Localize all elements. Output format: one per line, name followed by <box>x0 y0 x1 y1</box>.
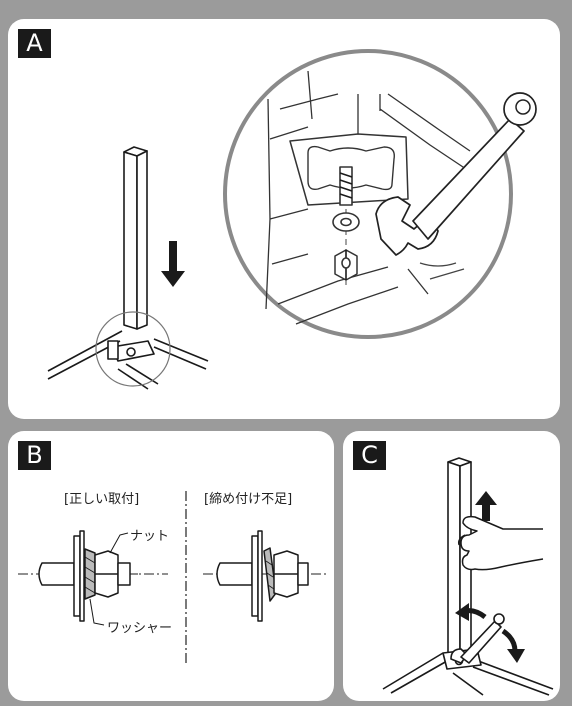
panel-c: C <box>343 431 560 701</box>
panel-badge-b: B <box>18 441 51 470</box>
label-washer: ワッシャー <box>107 621 173 636</box>
corner-bracket <box>107 340 155 362</box>
up-arrow-icon <box>475 491 497 521</box>
leg-alignment-illustration <box>382 457 554 696</box>
caption-insufficient-tightening: [締め付け不足] <box>204 492 293 507</box>
down-arrow-icon <box>161 241 185 287</box>
leg-post <box>123 146 148 330</box>
frame-rails-c <box>382 652 554 696</box>
panel-badge-c: C <box>353 441 386 470</box>
frame-rails <box>47 330 209 390</box>
label-nut: ナット <box>130 529 170 544</box>
hand-icon <box>457 515 544 571</box>
wrench-icon <box>375 92 537 280</box>
panel-b: B [正しい取付] [締め付け不足] ナット ワッシャー <box>8 431 334 701</box>
panel-badge-a: A <box>18 29 51 58</box>
correct-installation-drawing <box>18 530 168 626</box>
magnified-detail <box>223 49 537 339</box>
insufficient-tightening-drawing <box>203 530 328 622</box>
panel-a: A <box>8 19 560 419</box>
rotate-left-arrow-icon <box>455 603 487 621</box>
leg-attachment-illustration <box>47 49 537 390</box>
wrench-icon-c <box>450 613 505 664</box>
rotate-right-arrow-icon <box>501 628 525 663</box>
nut-installation-comparison <box>18 491 328 663</box>
detail-highlight-circle <box>95 311 171 387</box>
caption-correct-installation: [正しい取付] <box>64 492 140 507</box>
